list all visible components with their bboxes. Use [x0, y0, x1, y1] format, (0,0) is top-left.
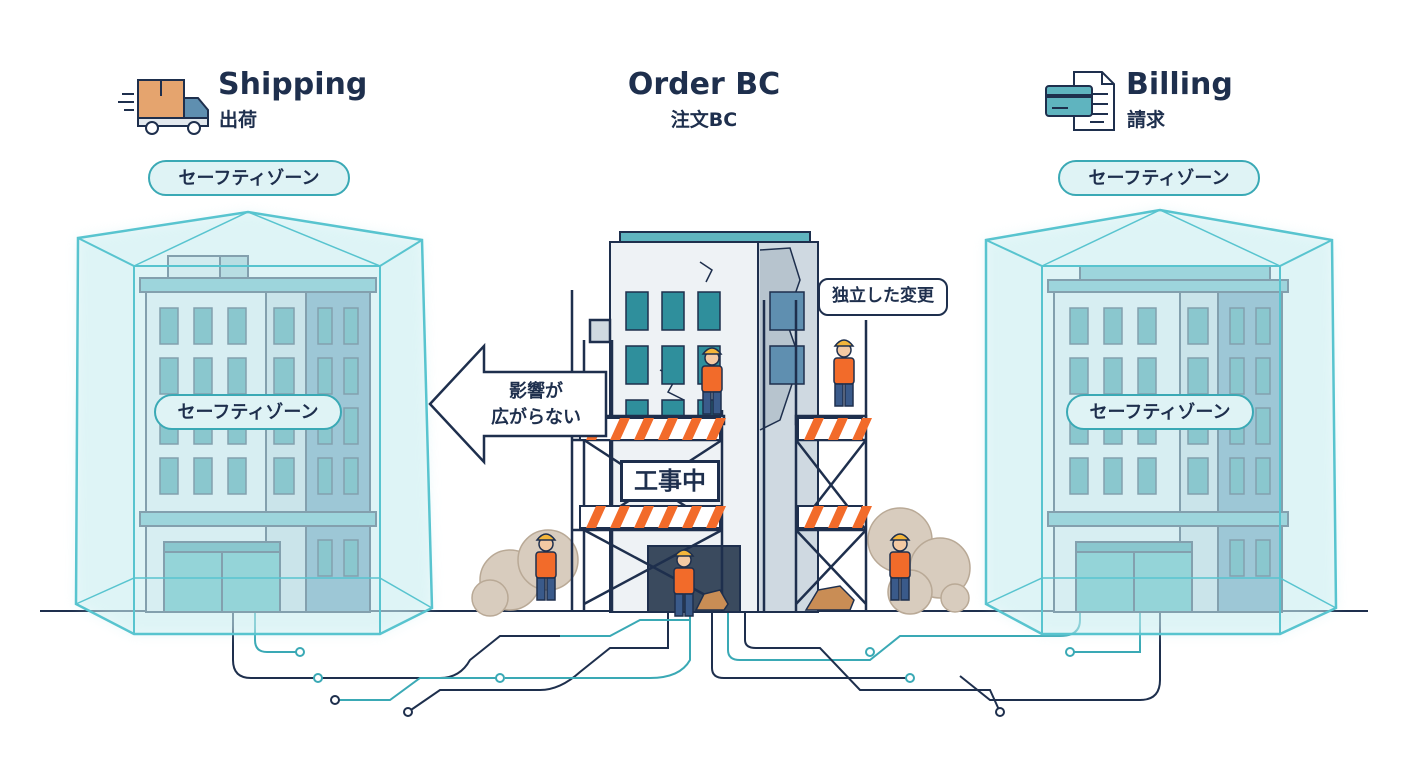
construction-workers: [535, 339, 911, 617]
worker-leg: [712, 391, 722, 415]
window: [769, 345, 805, 385]
billing-safety-zone-label: セーフティゾーン: [1058, 160, 1260, 196]
window: [625, 291, 649, 331]
hard-hat: [833, 339, 855, 347]
shipping-subtitle: 出荷: [219, 109, 258, 131]
order-subtitle: 注文BC: [670, 109, 738, 131]
hazard-stripe: [804, 506, 824, 528]
construction-sign: 工事中: [620, 460, 720, 502]
hazard-stripe: [828, 506, 848, 528]
hazard-stripe: [586, 506, 606, 528]
impact-arrow: [428, 342, 608, 466]
hazard-stripe: [706, 418, 726, 440]
worker-leg: [834, 383, 844, 407]
worker-leg: [684, 593, 694, 617]
worker: [833, 339, 855, 407]
order-title: Order BC: [627, 67, 781, 102]
window: [625, 345, 649, 385]
hazard-stripe: [610, 418, 630, 440]
independent-change-note: 独立した変更: [818, 278, 948, 316]
shipping-title: Shipping: [218, 67, 368, 102]
hazard-stripe: [610, 506, 630, 528]
safety-vest: [833, 357, 855, 385]
shipping-inner-safety-zone-label: セーフティゾーン: [154, 394, 342, 430]
worker: [535, 533, 557, 601]
safety-vest: [889, 551, 911, 579]
hazard-stripe: [682, 418, 702, 440]
billing-title: Billing: [1126, 67, 1233, 102]
hazard-stripe: [658, 418, 678, 440]
hazard-stripe: [634, 506, 654, 528]
hard-hat: [673, 549, 695, 557]
delivery-truck-icon: [118, 79, 209, 135]
worker: [889, 533, 911, 601]
worker-leg: [900, 577, 910, 601]
worker-leg: [536, 577, 546, 601]
safety-vest: [673, 567, 695, 595]
worker-leg: [546, 577, 556, 601]
hard-hat: [535, 533, 557, 541]
hazard-stripe: [804, 418, 824, 440]
impact-arrow-line1: 影響が: [509, 381, 563, 402]
hazard-stripe: [658, 506, 678, 528]
hard-hat: [701, 347, 723, 355]
hazard-stripe: [828, 418, 848, 440]
hazard-stripe: [634, 418, 654, 440]
billing-subtitle: 請求: [1127, 109, 1166, 131]
worker-leg: [844, 383, 854, 407]
hard-hat: [889, 533, 911, 541]
safety-vest: [701, 365, 723, 393]
rubble: [694, 585, 855, 611]
hazard-stripe: [852, 506, 872, 528]
window: [697, 291, 721, 331]
worker-leg: [702, 391, 712, 415]
hazard-stripe: [682, 506, 702, 528]
hazard-stripe: [706, 506, 726, 528]
hazard-stripe: [852, 418, 872, 440]
worker-leg: [890, 577, 900, 601]
invoice-card-icon: [1045, 71, 1115, 131]
window: [661, 345, 685, 385]
worker: [701, 347, 723, 415]
worker-leg: [674, 593, 684, 617]
billing-inner-safety-zone-label: セーフティゾーン: [1066, 394, 1254, 430]
window: [661, 291, 685, 331]
circuit-nodes: [295, 647, 1075, 717]
worker: [673, 549, 695, 617]
shipping-safety-zone-label: セーフティゾーン: [148, 160, 350, 196]
window: [769, 291, 805, 331]
safety-vest: [535, 551, 557, 579]
impact-arrow-line2: 広がらない: [491, 407, 581, 428]
